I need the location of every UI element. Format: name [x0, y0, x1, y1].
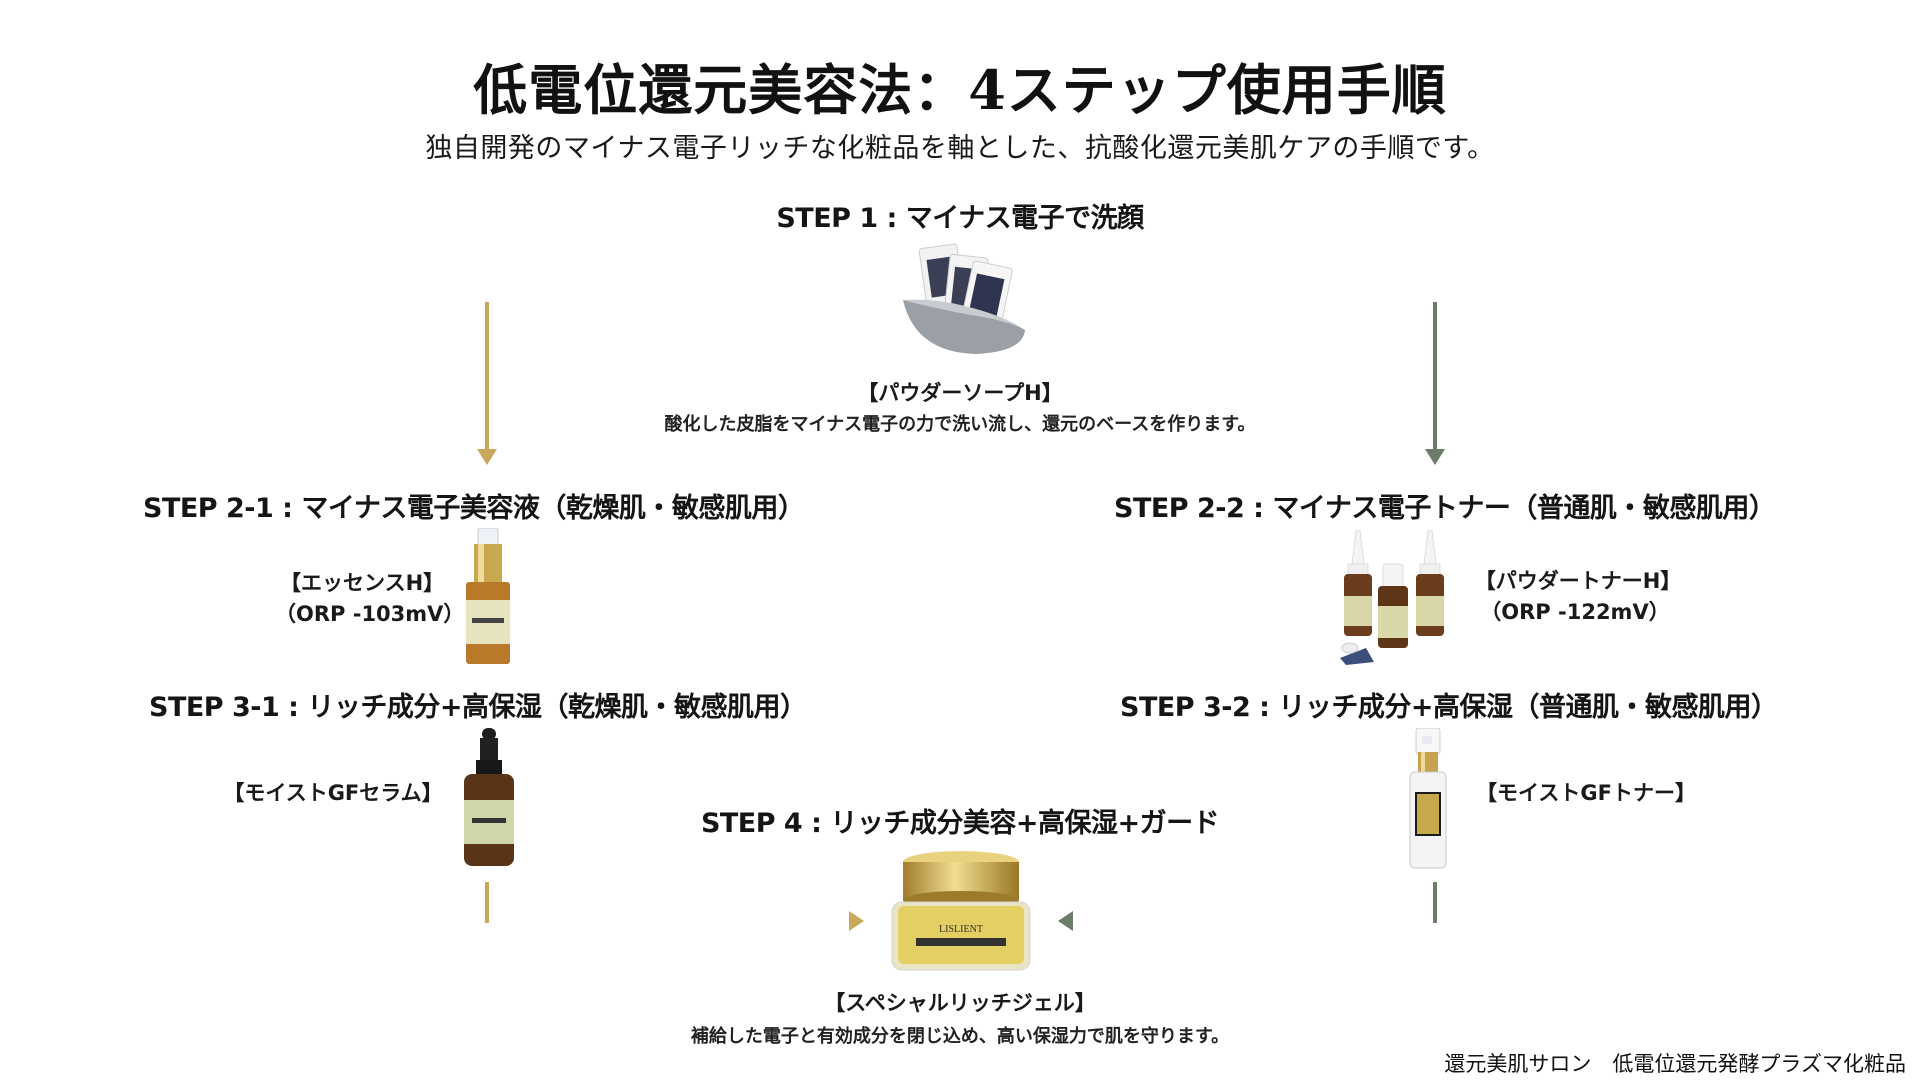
- step2-1-title: STEP 2-1 : マイナス電子美容液（乾燥肌・敏感肌用）: [143, 493, 805, 524]
- dropper-bottle-icon: [464, 728, 514, 866]
- toner-bottles-icon: [1340, 530, 1444, 665]
- arrow-step1-to-step2-2: [1060, 302, 1445, 465]
- step4-product-name: 【スペシャルリッチジェル】: [824, 991, 1096, 1015]
- step3-2-product-name: 【モイストGFトナー】: [1476, 781, 1696, 805]
- footer-caption: 還元美肌サロン 低電位還元発酵プラズマ化粧品: [1444, 1052, 1906, 1076]
- gel-jar-icon: LISLIENT: [891, 851, 1031, 971]
- step4-title: STEP 4 : リッチ成分美容+高保湿+ガード: [700, 808, 1220, 839]
- arrow-step3-2-to-step4: [1058, 882, 1437, 931]
- step2-2-orp-value: （ORP -122mV）: [1480, 600, 1670, 624]
- soap-packets-in-dish-icon: [903, 243, 1025, 354]
- step3-1-product-name: 【モイストGFセラム】: [223, 781, 443, 805]
- step3-2-title: STEP 3-2 : リッチ成分+高保湿（普通肌・敏感肌用）: [1120, 692, 1778, 723]
- step1-description: 酸化した皮脂をマイナス電子の力で洗い流し、還元のベースを作ります。: [664, 414, 1256, 435]
- step1-title: STEP 1 : マイナス電子で洗顔: [776, 203, 1144, 234]
- step3-1-title: STEP 3-1 : リッチ成分+高保湿（乾燥肌・敏感肌用）: [149, 692, 807, 723]
- step2-2-product-name: 【パウダートナーH】: [1474, 569, 1682, 593]
- step2-1-product-name: 【エッセンスH】: [280, 571, 445, 595]
- step2-2-title: STEP 2-2 : マイナス電子トナー（普通肌・敏感肌用）: [1114, 493, 1776, 524]
- essence-bottle-icon: [466, 528, 510, 664]
- page-title: 低電位還元美容法：4ステップ使用手順: [473, 58, 1447, 122]
- step1-product-name: 【パウダーソープH】: [857, 381, 1063, 405]
- step4-description: 補給した電子と有効成分を閉じ込め、高い保湿力で肌を守ります。: [690, 1026, 1230, 1047]
- jar-label: LISLIENT: [939, 924, 983, 935]
- spray-bottle-icon: [1409, 728, 1447, 869]
- arrow-step3-1-to-step4: [485, 882, 864, 931]
- arrow-step1-to-step2-1: [477, 302, 862, 465]
- page-subtitle: 独自開発のマイナス電子リッチな化粧品を軸とした、抗酸化還元美肌ケアの手順です。: [425, 133, 1495, 164]
- step2-1-orp-value: （ORP -103mV）: [275, 602, 465, 626]
